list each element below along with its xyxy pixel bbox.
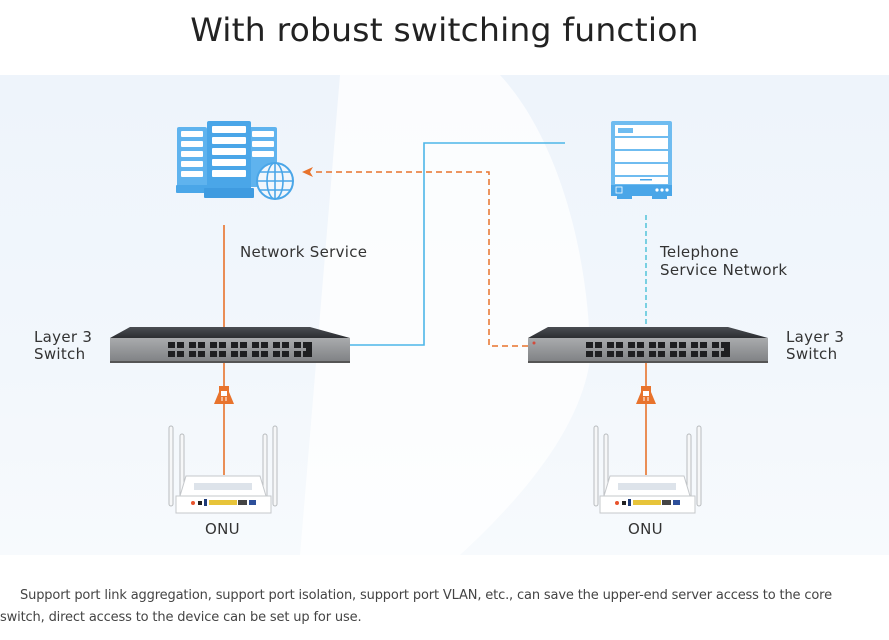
server-tower-icon bbox=[611, 121, 672, 199]
switch-port bbox=[294, 342, 301, 348]
arrow-head-icon bbox=[302, 167, 313, 177]
right-onu-icon bbox=[593, 425, 702, 514]
description-text: Support port link aggregation, support p… bbox=[0, 588, 832, 625]
telephone-label-line2: Service Network bbox=[660, 261, 788, 279]
left-switch-label-line1: Layer 3 bbox=[34, 328, 93, 346]
switch-port bbox=[691, 342, 698, 348]
switch-port bbox=[240, 351, 247, 357]
switch-port bbox=[700, 351, 707, 357]
switch-port bbox=[273, 351, 280, 357]
left-switch-port-grid bbox=[168, 342, 312, 357]
switch-port bbox=[616, 351, 623, 357]
switch-port bbox=[240, 342, 247, 348]
switch-port bbox=[189, 342, 196, 348]
switch-port bbox=[282, 342, 289, 348]
left-onu-icon bbox=[168, 425, 278, 514]
switch-port bbox=[198, 351, 205, 357]
network-diagram: Network Service Telephone Service Networ… bbox=[0, 75, 889, 555]
switch-port bbox=[670, 342, 677, 348]
diagram-canvas bbox=[110, 75, 768, 555]
network-service-label: Network Service bbox=[240, 243, 368, 261]
switch-port bbox=[616, 342, 623, 348]
switch-port bbox=[210, 351, 217, 357]
switch-port bbox=[586, 342, 593, 348]
switch-port bbox=[607, 351, 614, 357]
switch-port bbox=[231, 351, 238, 357]
left-connector-icon bbox=[214, 386, 234, 404]
switch-port bbox=[219, 351, 226, 357]
server-rack-globe-icon bbox=[176, 121, 294, 200]
switch-port bbox=[273, 342, 280, 348]
switch-port bbox=[712, 342, 719, 348]
console-port bbox=[724, 342, 730, 357]
left-switch-icon bbox=[110, 327, 350, 363]
right-switch-icon bbox=[528, 327, 768, 363]
right-switch-label-line1: Layer 3 bbox=[786, 328, 845, 346]
switch-port bbox=[679, 351, 686, 357]
console-port bbox=[306, 342, 312, 357]
switch-port bbox=[628, 351, 635, 357]
switch-port bbox=[294, 351, 301, 357]
switch-port bbox=[168, 342, 175, 348]
switch-port bbox=[658, 351, 665, 357]
switch-port bbox=[607, 342, 614, 348]
switch-port bbox=[595, 342, 602, 348]
switch-port bbox=[252, 342, 259, 348]
page-title: With robust switching function bbox=[190, 10, 699, 49]
dashed-link-orange bbox=[312, 171, 528, 347]
switch-port bbox=[252, 351, 259, 357]
switch-port bbox=[177, 351, 184, 357]
switch-port bbox=[282, 351, 289, 357]
switch-port bbox=[198, 342, 205, 348]
switch-port bbox=[649, 351, 656, 357]
switch-port bbox=[231, 342, 238, 348]
switch-port bbox=[219, 342, 226, 348]
switch-port bbox=[168, 351, 175, 357]
switch-port bbox=[649, 342, 656, 348]
left-onu-label: ONU bbox=[205, 520, 240, 538]
switch-port bbox=[261, 342, 268, 348]
switch-port bbox=[628, 342, 635, 348]
switch-port bbox=[691, 351, 698, 357]
switch-port bbox=[189, 351, 196, 357]
right-switch-label-line2: Switch bbox=[786, 345, 838, 363]
background-curve bbox=[300, 75, 590, 555]
switch-port bbox=[670, 351, 677, 357]
switch-port bbox=[210, 342, 217, 348]
switch-port bbox=[700, 342, 707, 348]
right-connector-icon bbox=[636, 386, 656, 404]
switch-port bbox=[586, 351, 593, 357]
switch-port bbox=[637, 342, 644, 348]
telephone-label-line1: Telephone bbox=[660, 243, 739, 261]
switch-port bbox=[177, 342, 184, 348]
solid-link-blue bbox=[350, 142, 565, 346]
switch-port bbox=[637, 351, 644, 357]
right-switch-port-grid bbox=[586, 342, 730, 357]
right-onu-label: ONU bbox=[628, 520, 663, 538]
switch-port bbox=[595, 351, 602, 357]
left-switch-label-line2: Switch bbox=[34, 345, 86, 363]
switch-port bbox=[261, 351, 268, 357]
switch-port bbox=[712, 351, 719, 357]
switch-port bbox=[658, 342, 665, 348]
switch-port bbox=[679, 342, 686, 348]
